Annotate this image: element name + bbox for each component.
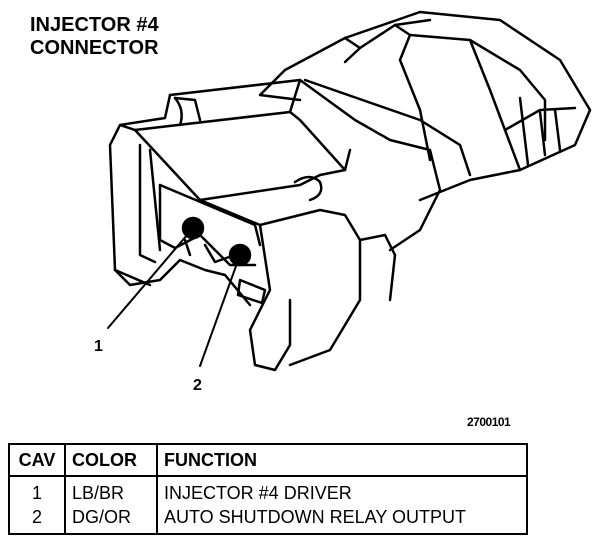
callout-1: 1 bbox=[94, 338, 103, 355]
diagram-title: INJECTOR #4 CONNECTOR bbox=[30, 14, 159, 60]
callout-2: 2 bbox=[193, 377, 202, 394]
header-function: FUNCTION bbox=[156, 443, 528, 477]
table-header-row: CAV COLOR FUNCTION bbox=[8, 443, 528, 477]
title-line-1: INJECTOR #4 bbox=[30, 14, 159, 36]
reference-number: 2700101 bbox=[467, 415, 511, 429]
table-row: 1 LB/BR INJECTOR #4 DRIVER bbox=[8, 476, 528, 505]
leader-line-2 bbox=[199, 254, 241, 367]
cavity-table: CAV COLOR FUNCTION 1 LB/BR INJECTOR #4 D… bbox=[8, 443, 528, 535]
cell-color: DG/OR bbox=[64, 505, 158, 535]
header-color: COLOR bbox=[64, 443, 158, 477]
connector-illustration bbox=[107, 10, 592, 372]
leader-line-1 bbox=[107, 227, 194, 329]
table-row: 2 DG/OR AUTO SHUTDOWN RELAY OUTPUT bbox=[8, 505, 528, 535]
cell-function: INJECTOR #4 DRIVER bbox=[156, 476, 528, 505]
title-line-2: CONNECTOR bbox=[30, 37, 159, 59]
connector-main-housing bbox=[108, 78, 442, 372]
connector-rear-housing bbox=[258, 10, 592, 202]
cell-cav: 2 bbox=[8, 505, 66, 535]
cell-function: AUTO SHUTDOWN RELAY OUTPUT bbox=[156, 505, 528, 535]
header-cav: CAV bbox=[8, 443, 66, 477]
cell-color: LB/BR bbox=[64, 476, 158, 505]
cell-cav: 1 bbox=[8, 476, 66, 505]
